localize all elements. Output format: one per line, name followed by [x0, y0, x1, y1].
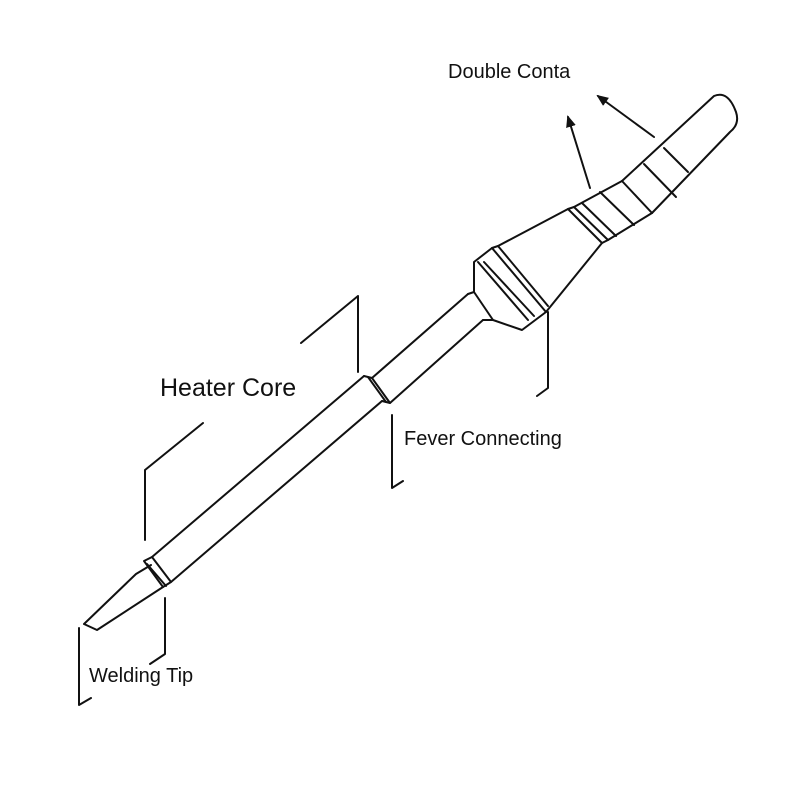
- welding-tip-blade: [83, 564, 164, 631]
- neck-section: [371, 293, 484, 404]
- heater-core-collar-ring: [367, 376, 387, 403]
- fever-connecting-label: Fever Connecting: [404, 428, 562, 450]
- heater-core-label: Heater Core: [160, 374, 297, 402]
- double-contact-arrow-1: [566, 115, 591, 189]
- welding-tip-bracket: [78, 597, 166, 706]
- contact-ring-lines: [581, 180, 653, 237]
- fever-connecting-bracket: [391, 311, 549, 489]
- flange-neck-ring: [467, 291, 494, 321]
- contact-band-2: [573, 180, 653, 241]
- double-contact-end: [621, 93, 739, 214]
- tip-collar-ring: [146, 563, 167, 587]
- fever-connecting-flange: [473, 247, 547, 331]
- heater-core-bracket: [144, 295, 359, 541]
- contact-band-1: [567, 206, 609, 244]
- heater-core-barrel: [151, 375, 383, 583]
- contact-rings-end: [643, 147, 689, 198]
- flange-inner-lines: [477, 245, 549, 321]
- double-contact-arrow-2: [596, 94, 655, 138]
- rear-shaft: [497, 208, 603, 313]
- welding-tip-label: Welding Tip: [89, 665, 194, 687]
- tip-collar: [143, 556, 172, 588]
- double-contact-label: Double Conta: [448, 61, 571, 83]
